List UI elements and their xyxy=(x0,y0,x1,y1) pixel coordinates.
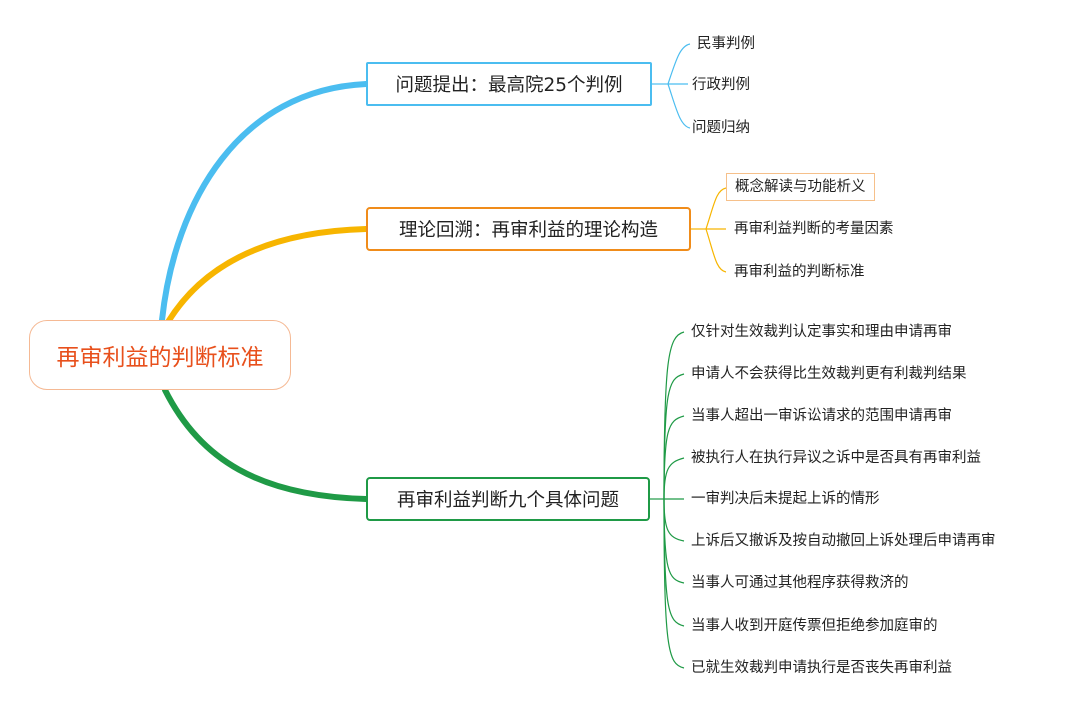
leaf-node[interactable]: 一审判决后未提起上诉的情形 xyxy=(691,491,880,507)
leaf-node[interactable]: 行政判例 xyxy=(692,77,750,93)
branch-label: 问题提出：最高院25个判例 xyxy=(395,75,623,96)
branch-label: 理论回溯：再审利益的理论构造 xyxy=(398,220,658,241)
branch-label: 再审利益判断九个具体问题 xyxy=(396,490,619,511)
leaf-node-selected[interactable]: 概念解读与功能析义 xyxy=(726,173,875,201)
leaf-node[interactable]: 当事人收到开庭传票但拒绝参加庭审的 xyxy=(691,618,938,634)
leaf-node[interactable]: 再审利益判断的考量因素 xyxy=(734,221,894,237)
leaf-node[interactable]: 问题归纳 xyxy=(692,120,750,136)
leaf-node[interactable]: 当事人可通过其他程序获得救济的 xyxy=(691,575,909,591)
leaf-node[interactable]: 上诉后又撤诉及按自动撤回上诉处理后申请再审 xyxy=(691,533,996,549)
edges-branch-0 xyxy=(652,43,691,129)
edges-branch-1 xyxy=(691,187,727,273)
leaf-node[interactable]: 民事判例 xyxy=(697,36,755,52)
branch-node-theory[interactable]: 理论回溯：再审利益的理论构造 xyxy=(366,207,691,251)
root-node[interactable]: 再审利益的判断标准 xyxy=(29,320,291,390)
root-label: 再审利益的判断标准 xyxy=(56,345,264,371)
edge-root-branch-0 xyxy=(159,81,369,323)
leaf-node[interactable]: 再审利益的判断标准 xyxy=(734,264,865,280)
leaf-node[interactable]: 被执行人在执行异议之诉中是否具有再审利益 xyxy=(691,450,981,466)
edges-branch-2 xyxy=(650,331,685,669)
leaf-node[interactable]: 申请人不会获得比生效裁判更有利裁判结果 xyxy=(691,366,967,382)
edge-root-branch-1 xyxy=(165,226,369,325)
leaf-node[interactable]: 当事人超出一审诉讼请求的范围申请再审 xyxy=(691,408,952,424)
branch-node-issues[interactable]: 再审利益判断九个具体问题 xyxy=(366,477,650,521)
edge-root-branch-2 xyxy=(162,387,369,502)
branch-node-problem[interactable]: 问题提出：最高院25个判例 xyxy=(366,62,652,106)
leaf-node[interactable]: 已就生效裁判申请执行是否丧失再审利益 xyxy=(691,660,952,676)
leaf-node[interactable]: 仅针对生效裁判认定事实和理由申请再审 xyxy=(691,324,952,340)
